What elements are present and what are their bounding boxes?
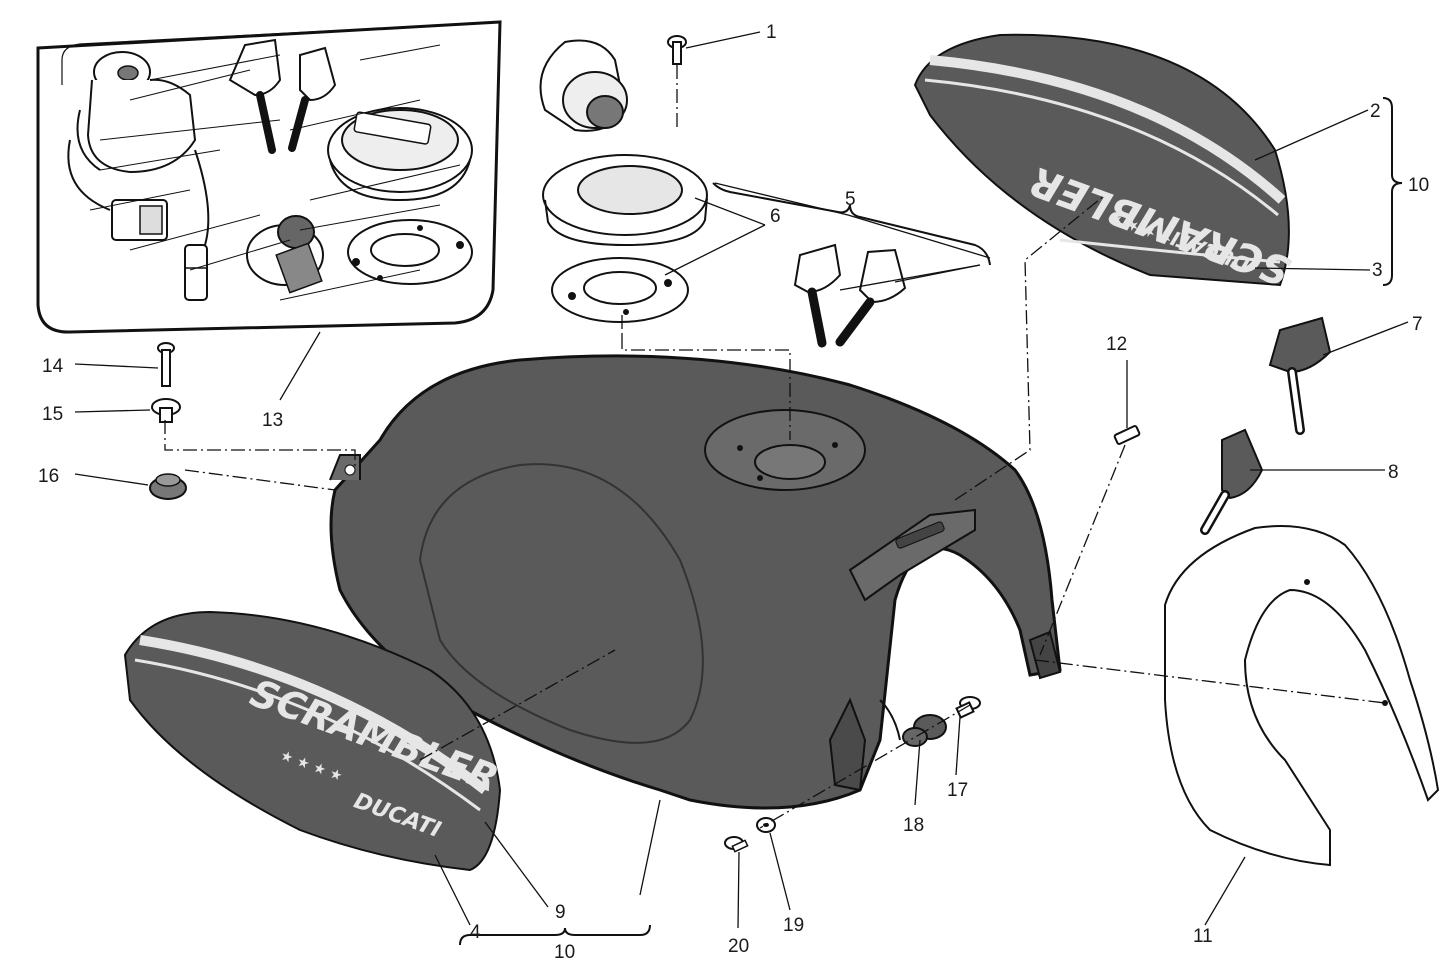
callout-2: 2 <box>1370 101 1381 122</box>
callout-1: 1 <box>766 22 777 43</box>
callout-20: 20 <box>728 936 749 957</box>
lock-cylinder-icon <box>246 215 324 294</box>
callout-10-bottom: 10 <box>554 942 575 963</box>
bracket-10-right <box>1382 97 1403 286</box>
pin-part17-icon <box>955 696 981 719</box>
clip-part12-icon <box>1113 425 1141 445</box>
washer-part19-icon <box>756 817 776 833</box>
flange-gasket-part6 <box>551 257 689 323</box>
grommet-part16-icon <box>149 473 187 500</box>
key-pair-icon <box>228 38 337 154</box>
bracket-10-bottom <box>459 924 651 946</box>
key-set-part5-icon <box>793 243 907 348</box>
bolt-part14-icon <box>157 342 175 387</box>
washer-part15-icon <box>151 398 181 423</box>
tank-cover-part11 <box>1164 525 1440 867</box>
callout-10-right: 10 <box>1408 175 1429 196</box>
callout-4: 4 <box>470 922 481 943</box>
key-part8-icon <box>1200 428 1264 535</box>
callout-12: 12 <box>1106 334 1127 355</box>
callout-17: 17 <box>947 780 968 801</box>
inset-kit-panel <box>36 20 502 334</box>
callout-19: 19 <box>783 915 804 936</box>
callout-labels: 1 2 3 4 5 6 7 8 9 10 10 11 12 13 14 15 1… <box>38 22 1429 963</box>
callout-5: 5 <box>845 189 856 210</box>
wiring-connector-icon <box>111 149 210 301</box>
callout-9: 9 <box>555 902 566 923</box>
screw-part1-icon <box>667 35 687 65</box>
damper-part18-icon <box>902 714 947 747</box>
callout-7: 7 <box>1412 314 1423 335</box>
callout-16: 16 <box>38 466 59 487</box>
callout-15: 15 <box>42 404 63 425</box>
decal-right-side: SCRAMBLER DUCATI ★ ★ ★ ★ <box>913 33 1297 294</box>
callout-3: 3 <box>1372 260 1383 281</box>
key-part7-icon <box>1268 316 1332 435</box>
callout-13: 13 <box>262 410 283 431</box>
callout-8: 8 <box>1388 462 1399 483</box>
flange-ring-icon <box>347 219 473 285</box>
callout-14: 14 <box>42 356 64 377</box>
callout-18: 18 <box>903 815 924 836</box>
leader-lines <box>74 31 1409 929</box>
assembly-lines <box>164 65 1386 829</box>
callout-11: 11 <box>1193 926 1213 947</box>
screw-part20-icon <box>724 836 749 853</box>
ignition-switch-icon <box>67 51 197 211</box>
callout-6: 6 <box>770 206 781 227</box>
filler-cap-assembly <box>539 39 708 247</box>
bracket-5 <box>712 182 991 266</box>
